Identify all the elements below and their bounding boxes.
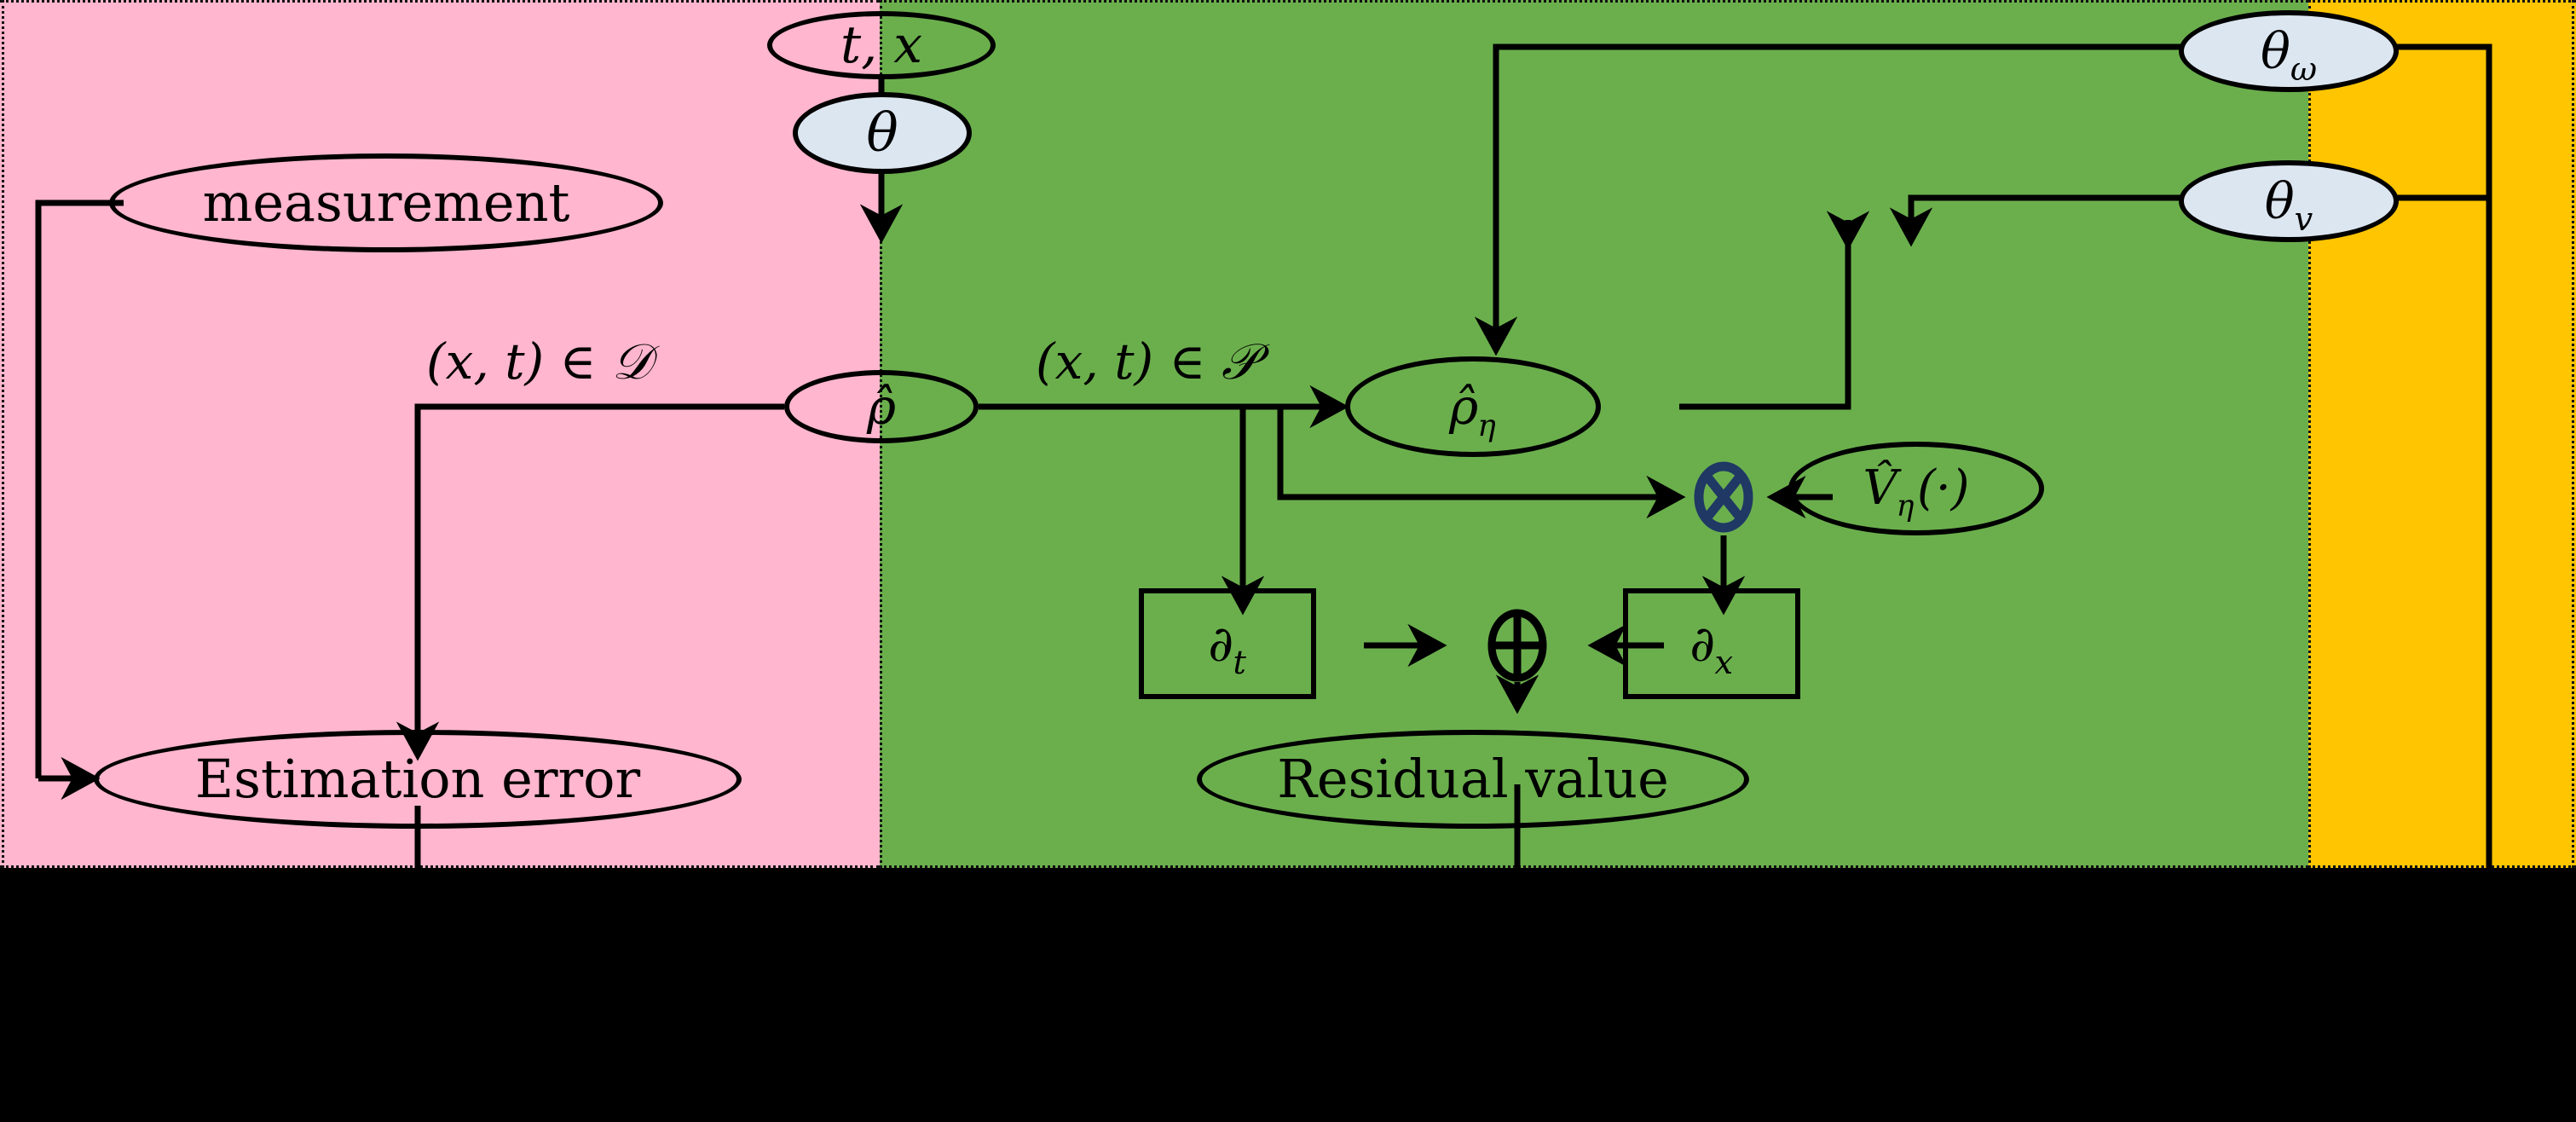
v-hat-base: V̂ bbox=[1863, 460, 1897, 516]
node-inputs[interactable]: t, x bbox=[767, 11, 996, 79]
params-region-right-border bbox=[2572, 0, 2574, 868]
node-partial-t-label: ∂t bbox=[1208, 619, 1246, 679]
data-region-bottom-border bbox=[0, 865, 880, 868]
node-rho-hat-eta[interactable]: ρ̂η bbox=[1345, 356, 1601, 457]
node-theta-v[interactable]: θv bbox=[2179, 160, 2399, 242]
node-residual-value[interactable]: Residual value bbox=[1197, 730, 1749, 829]
partial-t-base: ∂ bbox=[1208, 615, 1234, 673]
wire-rho-hat-branch-to-mul-line bbox=[1277, 407, 1645, 500]
node-rho-hat-eta-label: ρ̂η bbox=[1449, 382, 1497, 442]
node-theta-omega[interactable]: θω bbox=[2179, 10, 2399, 92]
node-inputs-label: t, x bbox=[840, 15, 923, 75]
node-theta[interactable]: θ bbox=[793, 92, 972, 174]
wire-rho-hat-to-error-elbow bbox=[414, 403, 784, 729]
edge-label-data-domain: (x, t) ∈ 𝒟 bbox=[426, 333, 652, 390]
node-theta-omega-label: θω bbox=[2261, 26, 2317, 85]
data-loss-region bbox=[0, 0, 880, 868]
data-region-top-border bbox=[0, 0, 880, 3]
partial-x-subscript: x bbox=[1714, 643, 1734, 682]
wire-measurement-to-error-elbow bbox=[35, 200, 124, 778]
rho-hat-eta-base: ρ̂ bbox=[1449, 378, 1479, 436]
node-measurement-label: measurement bbox=[202, 171, 570, 234]
node-v-hat-eta-label: V̂η(·) bbox=[1863, 465, 1970, 522]
physics-region-bottom-border bbox=[880, 865, 2308, 868]
partial-x-base: ∂ bbox=[1689, 615, 1716, 673]
rho-hat-eta-subscript: η bbox=[1477, 408, 1496, 444]
wire-theta-omega-to-rho-eta-line bbox=[1493, 43, 2245, 324]
theta-omega-subscript: ω bbox=[2290, 49, 2318, 89]
params-region-left-border bbox=[2308, 0, 2311, 868]
node-estimation-error-label: Estimation error bbox=[194, 748, 641, 810]
node-rho-hat-label: ρ̂ bbox=[866, 378, 897, 436]
node-partial-x[interactable]: ∂x bbox=[1623, 588, 1800, 699]
theta-omega-base: θ bbox=[2260, 22, 2290, 80]
node-partial-x-label: ∂x bbox=[1689, 619, 1734, 679]
params-region-top-border bbox=[2308, 0, 2576, 3]
wire-rho-eta-to-vhat-line bbox=[1679, 220, 1851, 410]
physics-region-top-border bbox=[880, 0, 2308, 3]
data-region-left-border bbox=[2, 0, 4, 868]
node-residual-value-label: Residual value bbox=[1277, 748, 1669, 810]
wire-theta-omega-bus bbox=[2387, 43, 2492, 868]
parameter-region bbox=[2308, 0, 2576, 868]
v-hat-subscript: η bbox=[1896, 489, 1915, 523]
partial-t-subscript: t bbox=[1233, 643, 1246, 682]
params-region-bottom-border bbox=[2308, 865, 2576, 868]
multiply-icon bbox=[1694, 461, 1753, 533]
theta-v-subscript: v bbox=[2294, 200, 2313, 239]
node-theta-v-label: θv bbox=[2265, 176, 2313, 235]
node-estimation-error[interactable]: Estimation error bbox=[94, 730, 742, 829]
node-theta-label: θ bbox=[866, 101, 898, 164]
node-measurement[interactable]: measurement bbox=[109, 153, 663, 252]
node-rho-hat[interactable]: ρ̂ bbox=[784, 370, 979, 443]
theta-v-base: θ bbox=[2264, 172, 2295, 230]
node-partial-t[interactable]: ∂t bbox=[1139, 588, 1316, 699]
add-icon bbox=[1487, 609, 1547, 682]
physics-loss-region bbox=[880, 0, 2308, 868]
node-v-hat-eta[interactable]: V̂η(·) bbox=[1788, 442, 2044, 535]
edge-label-physics-domain: (x, t) ∈ 𝒫 bbox=[1036, 333, 1257, 390]
v-hat-argument: (·) bbox=[1917, 460, 1970, 516]
